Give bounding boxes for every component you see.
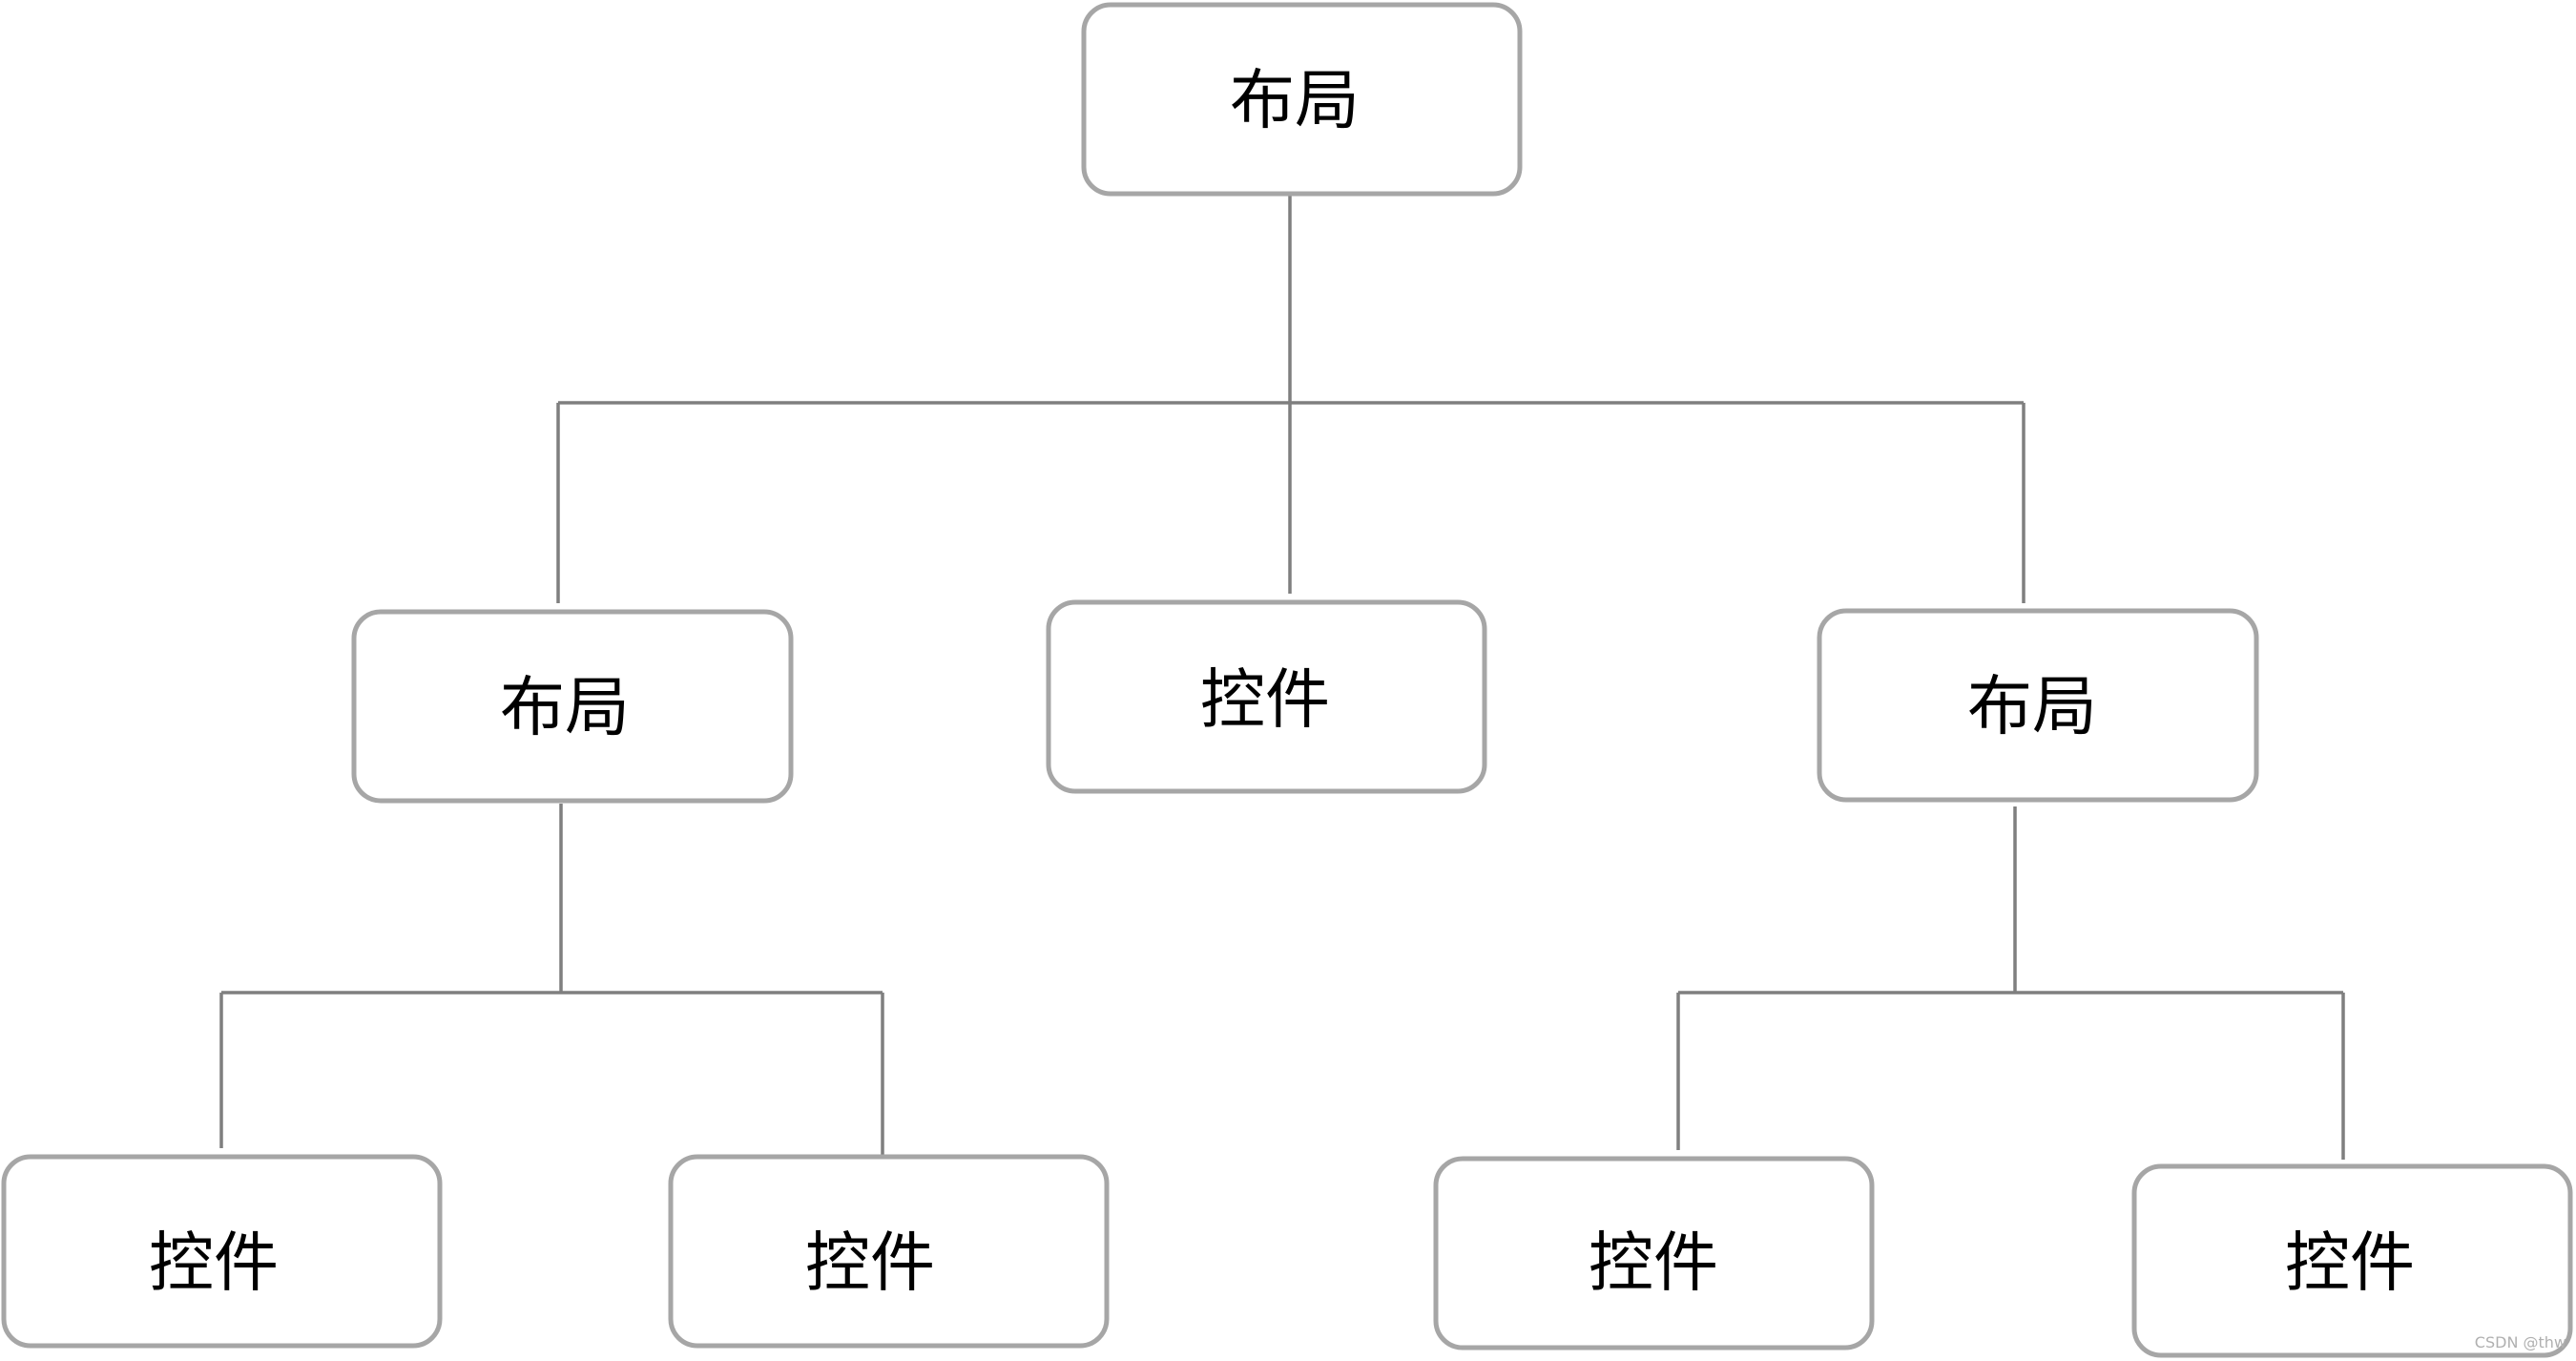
node-label: 布局 [500,671,630,746]
node-box [1046,599,1487,794]
node-control-lr: 控件 [668,1154,1110,1349]
connectors [219,194,2345,1160]
node-label: 控件 [1200,663,1330,739]
node-label: 控件 [149,1226,279,1302]
node-box [1433,1156,1875,1351]
node-layout-left: 布局 [351,609,794,804]
node-box [1,1154,443,1349]
node-root: 布局 [1081,2,1523,197]
node-box [668,1154,1110,1349]
watermark: CSDN @thw [2475,1333,2566,1351]
node-label: 控件 [1589,1226,1718,1302]
node-box [2131,1163,2573,1358]
node-box [1081,2,1523,197]
node-label: 控件 [805,1226,935,1302]
node-label: 控件 [2285,1226,2415,1302]
node-control-ll: 控件 [1,1154,443,1349]
node-control-rr: 控件 [2131,1163,2573,1358]
node-control-rl: 控件 [1433,1156,1875,1351]
node-control-middle: 控件 [1046,599,1487,794]
node-layout-right: 布局 [1817,608,2259,803]
node-label: 布局 [1230,64,1360,139]
node-box [351,609,794,804]
node-box [1817,608,2259,803]
node-label: 布局 [1967,670,2097,745]
